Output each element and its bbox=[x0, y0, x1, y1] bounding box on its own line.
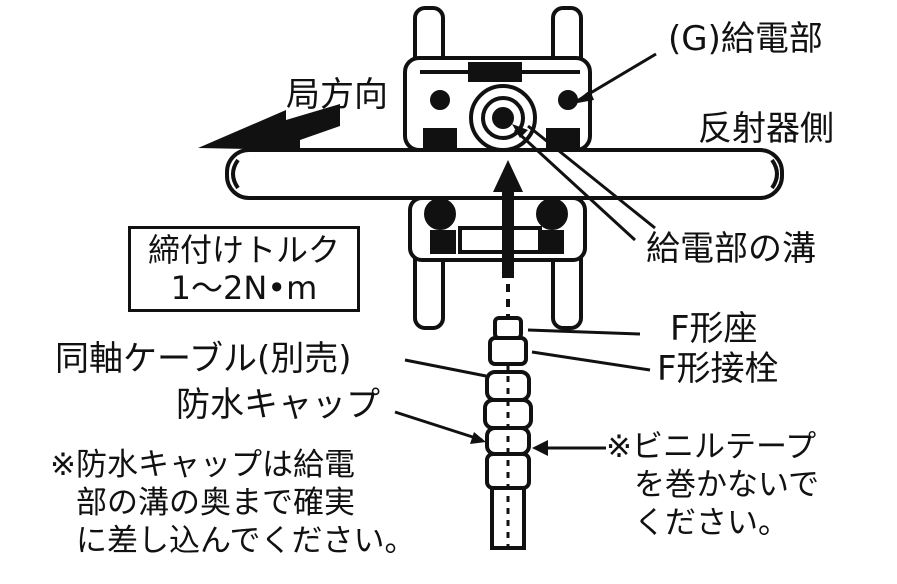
right-note-line-1: ※ビニルテープ bbox=[606, 429, 817, 465]
right-note-line-2: を巻かないで bbox=[634, 467, 820, 503]
f-seat-label: F形座 bbox=[670, 309, 758, 349]
feed-groove-label: 給電部の溝 bbox=[646, 229, 816, 269]
right-note: ※ビニルテープ を巻かないで ください。 bbox=[606, 428, 819, 542]
torque-line-2: 1〜2N•m bbox=[170, 269, 318, 307]
leader-lines bbox=[394, 52, 657, 456]
feed-point-label: (G)給電部 bbox=[668, 19, 823, 59]
feed-housing bbox=[403, 56, 592, 152]
coax-cable bbox=[490, 364, 526, 550]
coax-cable-label: 同軸ケーブル(別売) bbox=[55, 339, 352, 379]
left-note-line-3: に差し込んでください。 bbox=[76, 523, 416, 559]
left-note-line-1: ※防水キャップは給電 bbox=[50, 447, 355, 483]
reflector-side-label: 反射器側 bbox=[698, 109, 834, 149]
left-note-line-2: 部の溝の奥まで確実 bbox=[76, 485, 355, 521]
waterproof-cap-label: 防水キャップ bbox=[176, 385, 380, 425]
insertion-arrow bbox=[493, 160, 523, 318]
f-connector bbox=[488, 316, 528, 366]
right-note-line-3: ください。 bbox=[634, 505, 789, 541]
torque-box: 締付けトルク 1〜2N•m bbox=[128, 226, 360, 312]
left-note: ※防水キャップは給電 部の溝の奥まで確実 に差し込んでください。 bbox=[50, 446, 415, 560]
station-direction-arrow bbox=[198, 104, 340, 150]
torque-line-1: 締付けトルク bbox=[147, 231, 340, 269]
lower-clamp bbox=[408, 196, 587, 262]
station-direction-label: 局方向 bbox=[286, 75, 388, 115]
f-plug-label: F形接栓 bbox=[657, 349, 779, 389]
